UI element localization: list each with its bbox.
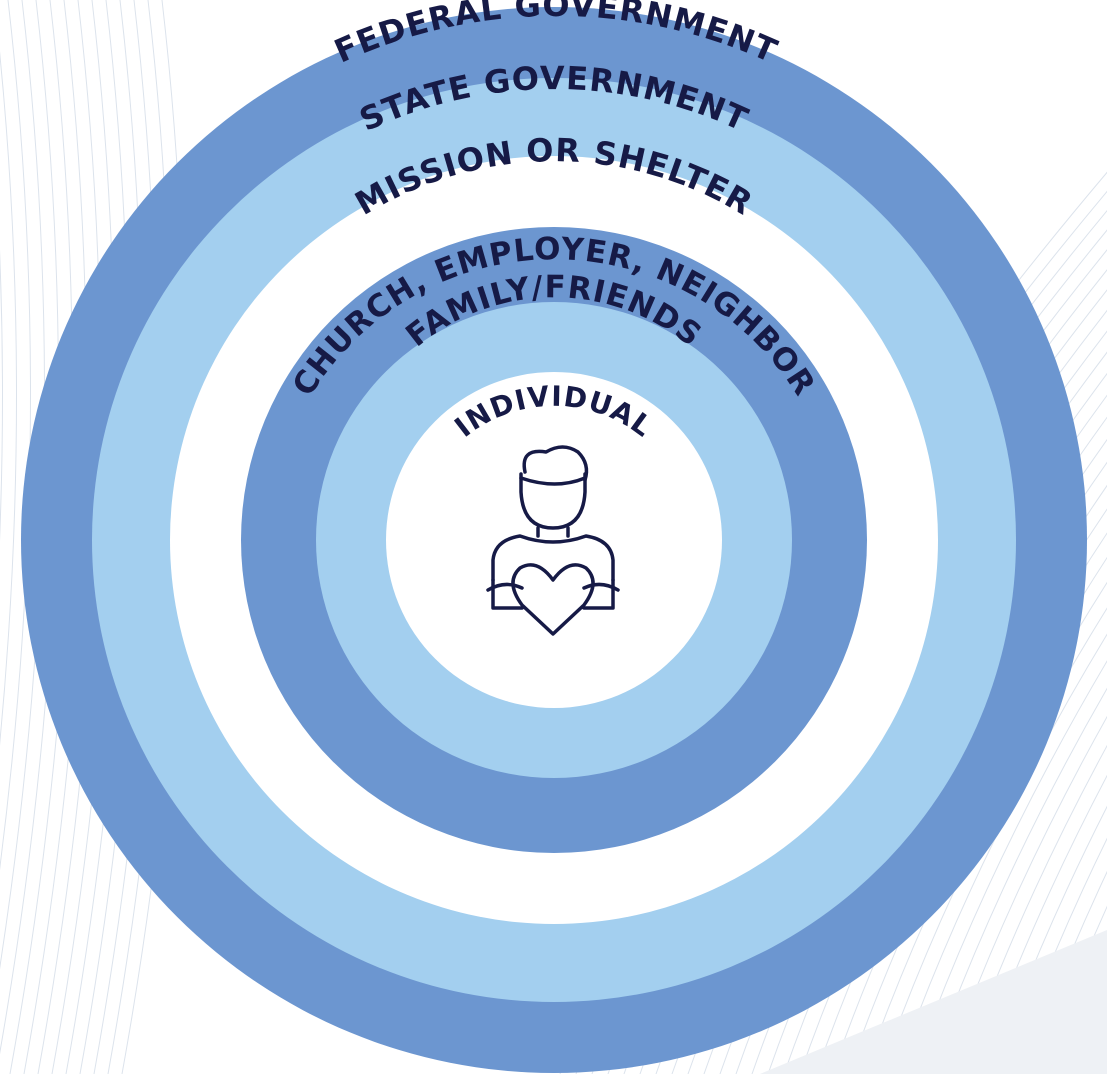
background-line: [927, 687, 1107, 1074]
background-line: [0, 51, 17, 746]
background-line: [959, 744, 1107, 1074]
background-line: [1007, 837, 1107, 1074]
ring-individual: [386, 372, 722, 708]
background-line: [1039, 905, 1107, 1074]
background-wedge: [760, 930, 1107, 1074]
background-line: [991, 805, 1107, 1074]
background-line: [911, 660, 1107, 1074]
person-holding-heart-icon: [486, 445, 620, 636]
background-line: [975, 774, 1107, 1074]
background-line: [895, 633, 1107, 1074]
background-line: [1023, 870, 1107, 1074]
background-line: [943, 715, 1107, 1074]
background-line: [879, 607, 1107, 1074]
background-line: [0, 249, 3, 541]
